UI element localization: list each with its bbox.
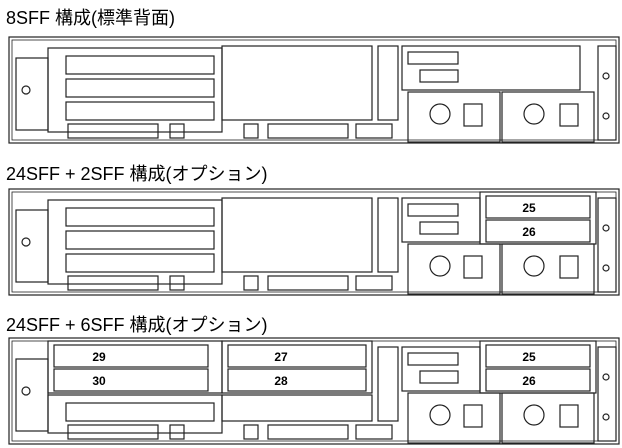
bay-label-28: 28 — [274, 374, 288, 388]
rear-panel-8sff — [8, 36, 620, 144]
bay-label-29: 29 — [92, 350, 106, 364]
psu-1 — [407, 91, 501, 143]
right-ear — [597, 45, 617, 141]
psu-2 — [501, 91, 595, 143]
bay-label-25: 25 — [522, 350, 536, 364]
drive-bay-25 — [485, 195, 591, 219]
drive-bay-26 — [485, 219, 591, 243]
drive-bay-26 — [485, 368, 591, 392]
config-title-24sff-2sff: 24SFF + 2SFF 構成(オプション) — [6, 164, 268, 184]
left-ear — [15, 57, 49, 131]
drive-bay-25 — [485, 344, 591, 368]
nic-ports — [267, 123, 349, 139]
bay-label-27: 27 — [274, 350, 288, 364]
pcie-slot — [65, 55, 215, 75]
bay-label-25: 25 — [522, 201, 536, 215]
bay-label-26: 26 — [522, 374, 536, 388]
sff-cage-middle — [221, 340, 373, 394]
pcie-riser-2-blank — [221, 45, 373, 121]
vga-port — [355, 123, 393, 139]
drive-bay-29 — [53, 344, 209, 368]
pcie-slot — [65, 78, 215, 98]
ilo-port — [243, 123, 259, 139]
drive-bay-27 — [227, 344, 367, 368]
bay-label-30: 30 — [92, 374, 106, 388]
rear-panel-24sff-6sff: 29 30 27 28 25 26 — [8, 337, 620, 445]
pcie-slot — [65, 101, 215, 121]
drive-bay-28 — [227, 368, 367, 392]
rear-panel-24sff-2sff: 25 26 — [8, 188, 620, 296]
config-title-24sff-6sff: 24SFF + 6SFF 構成(オプション) — [6, 315, 268, 335]
config-title-8sff: 8SFF 構成(標準背面) — [6, 8, 175, 28]
serial-port — [407, 51, 459, 65]
bay-label-26: 26 — [522, 225, 536, 239]
drive-bay-30 — [53, 368, 209, 392]
